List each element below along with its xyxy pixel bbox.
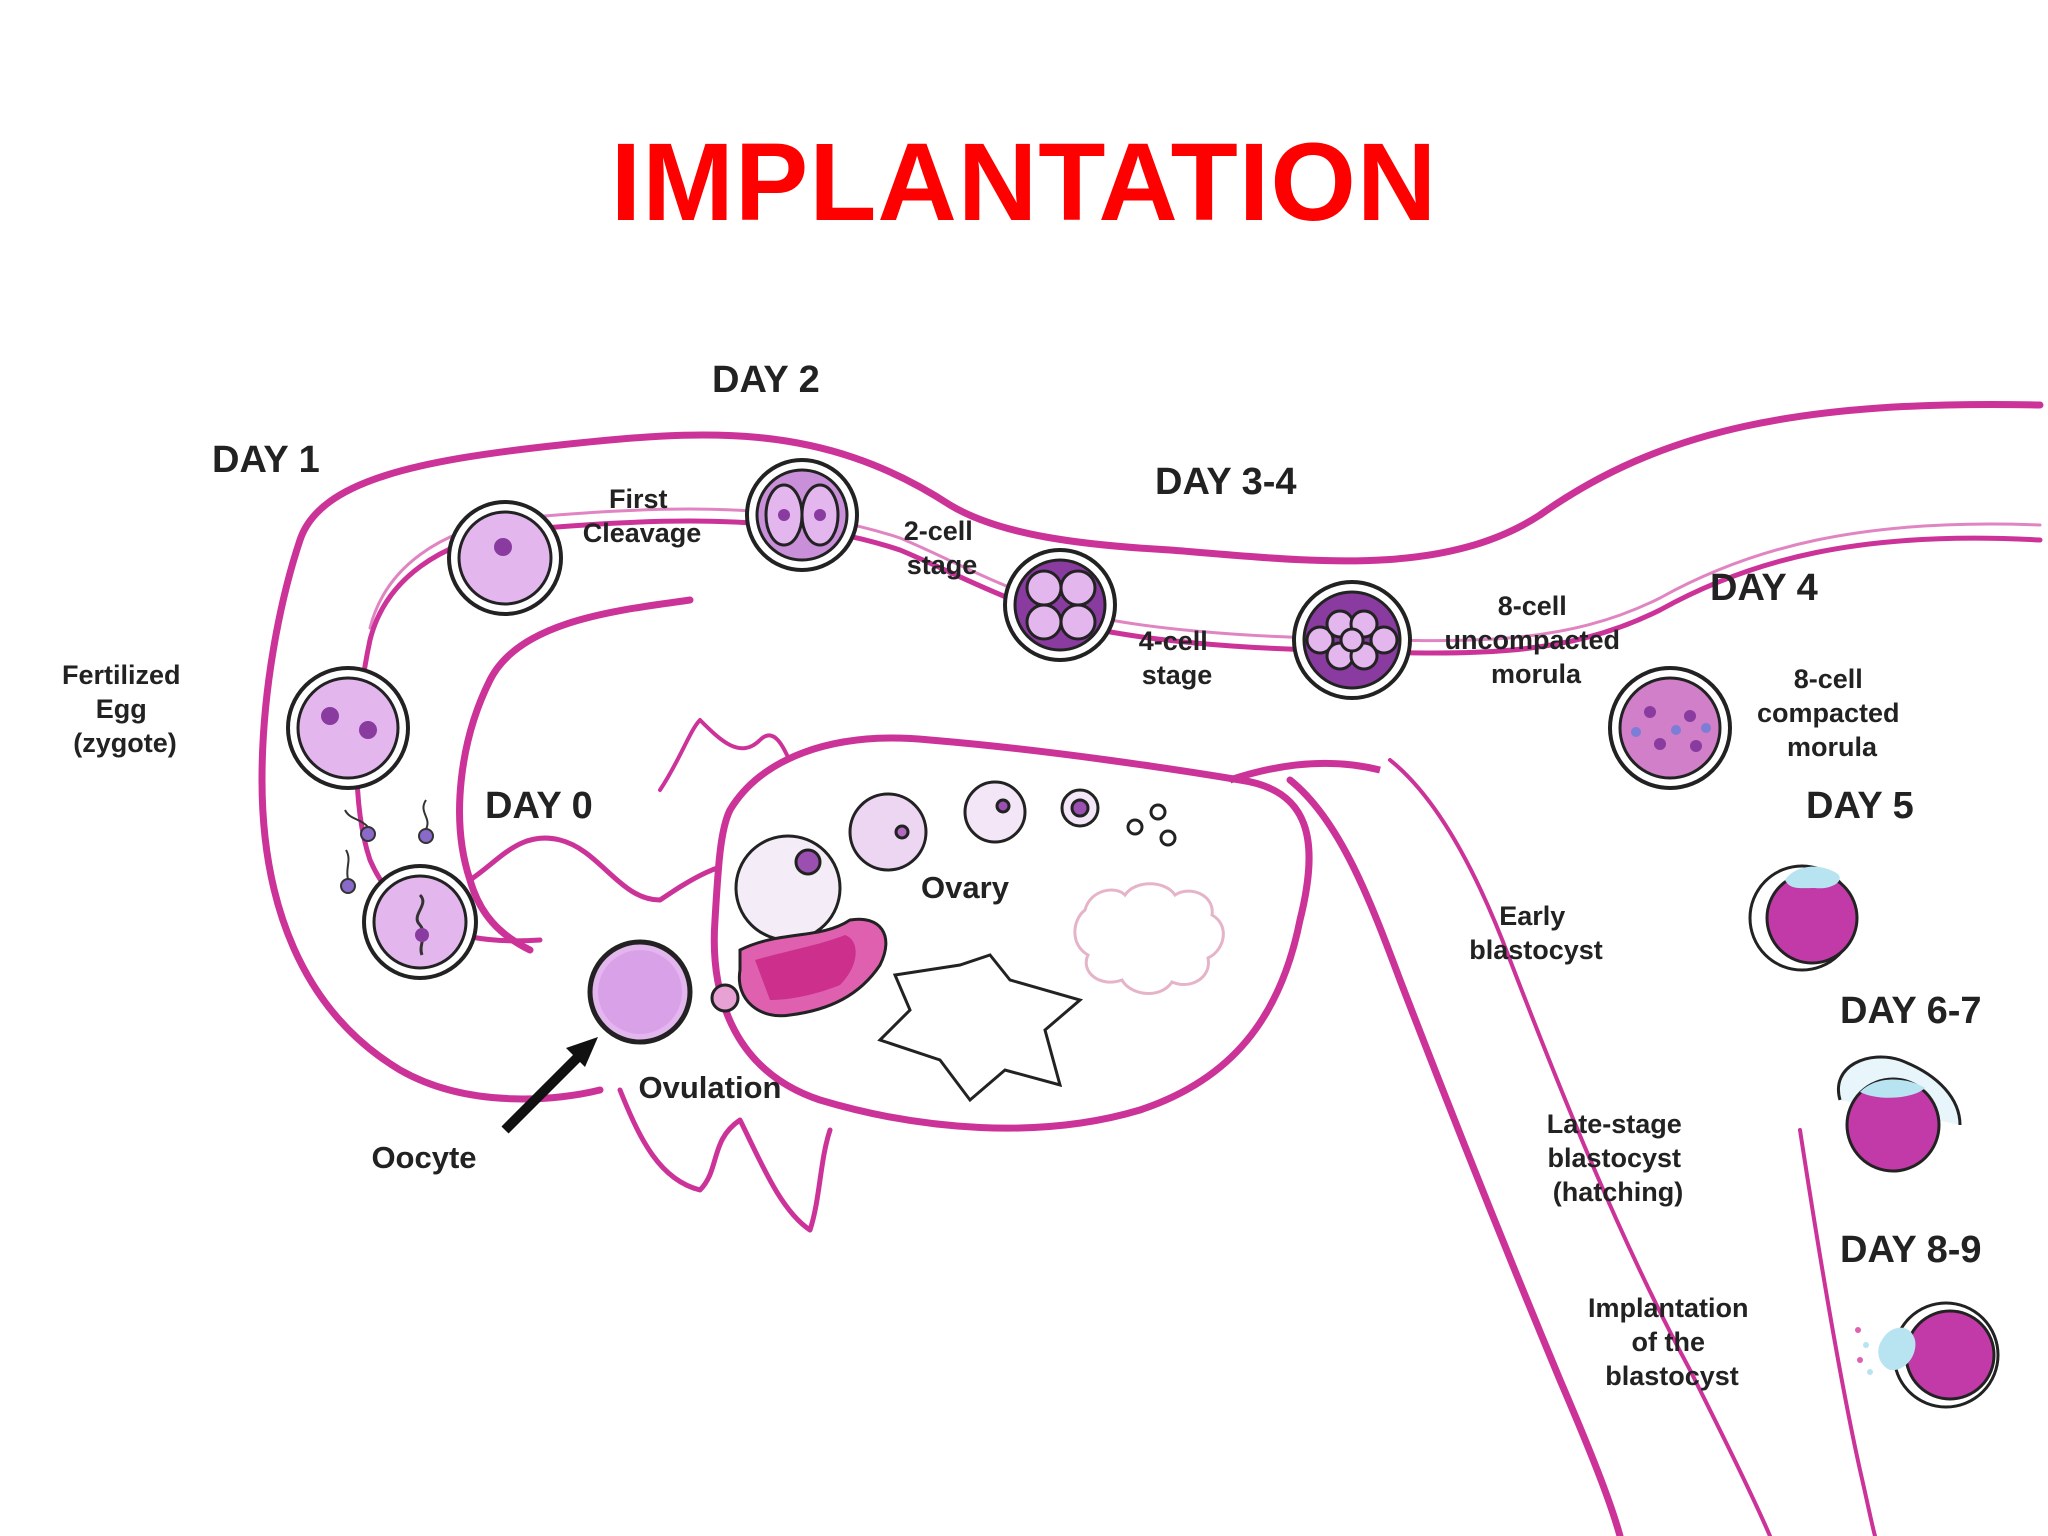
released-oocyte-small bbox=[710, 983, 740, 1013]
oocyte-arrow-head bbox=[566, 1037, 598, 1067]
late-blastocyst-cell bbox=[1836, 1055, 1962, 1173]
early-blastocyst-label: Early blastocyst bbox=[1469, 901, 1603, 965]
stage-labels: Fertilized Egg (zygote) First Cleavage 2… bbox=[62, 484, 1907, 1391]
ovary bbox=[710, 734, 1381, 1132]
implantation-label: Implantation of the blastocyst bbox=[1588, 1293, 1756, 1391]
corpus-luteum bbox=[737, 917, 888, 1018]
ovulation-label: Ovulation bbox=[639, 1070, 782, 1105]
day-5-label: DAY 5 bbox=[1806, 785, 1914, 827]
zygote-with-sperm bbox=[362, 864, 478, 980]
day1-cell bbox=[447, 500, 563, 616]
first-cleavage-label: First Cleavage bbox=[583, 484, 702, 548]
day-labels: DAY 0 DAY 1 DAY 2 DAY 3-4 DAY 4 DAY 5 DA… bbox=[212, 359, 1982, 1271]
day-0-label: DAY 0 bbox=[485, 785, 593, 827]
four-cell-embryo bbox=[1003, 548, 1117, 662]
corpus-albicans bbox=[877, 953, 1084, 1103]
ovary-label: Ovary bbox=[921, 870, 1010, 905]
eight-cell-uncompacted-morula bbox=[1292, 580, 1412, 700]
day-8-9-label: DAY 8-9 bbox=[1840, 1229, 1982, 1271]
day-6-7-label: DAY 6-7 bbox=[1840, 990, 1982, 1032]
atretic-follicle bbox=[1073, 882, 1225, 996]
late-blastocyst-label: Late-stage blastocyst (hatching) bbox=[1547, 1109, 1690, 1207]
fertilized-egg-label: Fertilized Egg (zygote) bbox=[62, 660, 188, 758]
oocyte-inner bbox=[598, 950, 682, 1034]
day-2-label: DAY 2 bbox=[712, 359, 820, 401]
eight-cell-compacted-label: 8-cell compacted morula bbox=[1757, 664, 1907, 762]
oocyte-label: Oocyte bbox=[371, 1140, 476, 1175]
two-cell-stage-label: 2-cell stage bbox=[904, 516, 981, 580]
day-1-label: DAY 1 bbox=[212, 439, 320, 481]
follicles bbox=[734, 780, 1177, 942]
two-cell-embryo bbox=[745, 458, 859, 572]
eight-cell-uncompacted-label: 8-cell uncompacted morula bbox=[1444, 591, 1627, 689]
oocyte-arrow bbox=[501, 1051, 584, 1134]
implanted-blastocyst-cell bbox=[1855, 1301, 2000, 1409]
eight-cell-compacted-morula bbox=[1608, 666, 1732, 790]
fertilized-egg-cell bbox=[286, 666, 410, 790]
slide-title: IMPLANTATION bbox=[610, 121, 1438, 244]
day-3-4-label: DAY 3-4 bbox=[1155, 461, 1297, 503]
day-4-label: DAY 4 bbox=[1710, 567, 1818, 609]
four-cell-stage-label: 4-cell stage bbox=[1139, 626, 1216, 690]
early-blastocyst-cell bbox=[1748, 864, 1859, 972]
sperm-group bbox=[340, 799, 434, 894]
